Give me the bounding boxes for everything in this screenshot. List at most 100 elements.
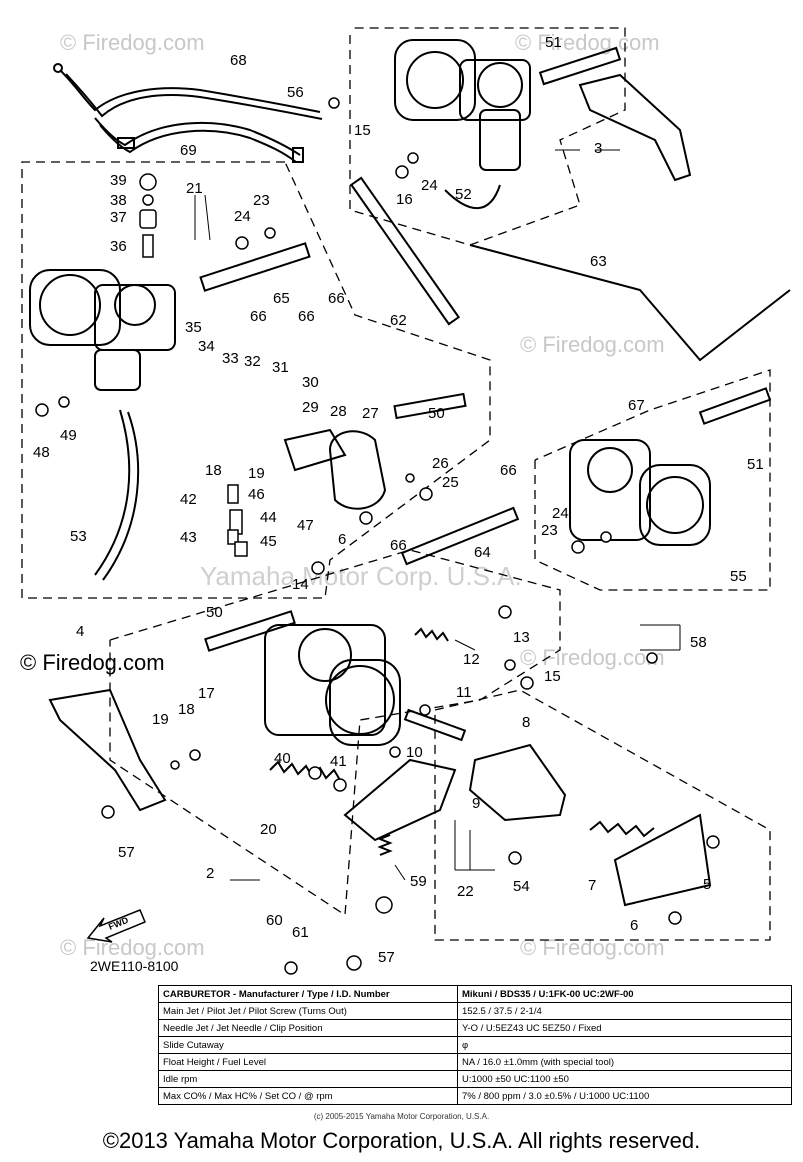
spec-row: Needle Jet / Jet Needle / Clip Position … — [158, 1019, 792, 1037]
spec-header-key: CARBURETOR - Manufacturer / Type / I.D. … — [158, 985, 458, 1003]
watermark-mid-right: © Firedog.com — [520, 332, 665, 357]
spec-header-row: CARBURETOR - Manufacturer / Type / I.D. … — [158, 985, 792, 1003]
group-box-2 — [109, 549, 561, 917]
callout-42: 42 — [180, 491, 197, 508]
watermark-right-lower: © Firedog.com — [520, 645, 665, 670]
tubes-and-rods — [94, 46, 791, 742]
callout-35: 35 — [185, 319, 202, 336]
callout-17: 17 — [198, 685, 215, 702]
watermark-top-right: © Firedog.com — [515, 30, 660, 55]
tube-8 — [403, 708, 467, 742]
tube-50-mid — [393, 392, 467, 420]
callout-54: 54 — [513, 878, 530, 895]
spec-value: Y-O / U:5EZ43 UC 5EZ50 / Fixed — [457, 1019, 792, 1037]
spec-key: Slide Cutaway — [158, 1036, 458, 1054]
callout-68: 68 — [230, 52, 247, 69]
watermarks: © Firedog.com © Firedog.com © Firedog.co… — [20, 30, 665, 960]
callout-15-lower: 15 — [544, 668, 561, 685]
callout-16: 16 — [396, 191, 413, 208]
callout-66-e: 66 — [390, 537, 407, 554]
callout-19-mid: 19 — [248, 465, 265, 482]
callout-27: 27 — [362, 405, 379, 422]
callout-65: 65 — [273, 290, 290, 307]
spec-key: Main Jet / Pilot Jet / Pilot Screw (Turn… — [158, 1002, 458, 1020]
small-hardware — [35, 97, 720, 975]
callout-labels: 3 4 2 5 6 6 7 8 9 10 11 12 13 14 15 15 1… — [33, 34, 764, 966]
group-box-3 — [349, 27, 626, 246]
callout-61: 61 — [292, 924, 309, 941]
callout-19-lower: 19 — [152, 711, 169, 728]
callout-13: 13 — [513, 629, 530, 646]
carburetor-top — [394, 39, 531, 210]
spec-row: Main Jet / Pilot Jet / Pilot Screw (Turn… — [158, 1002, 792, 1020]
callout-23-top: 23 — [253, 192, 270, 209]
callout-28: 28 — [330, 403, 347, 420]
group-boxes — [21, 27, 771, 941]
hose-53-inner — [102, 411, 140, 581]
callout-24-right: 24 — [552, 505, 569, 522]
callout-31: 31 — [272, 359, 289, 376]
callout-23-right: 23 — [541, 522, 558, 539]
spec-key: Idle rpm — [158, 1070, 458, 1088]
callout-26: 26 — [432, 455, 449, 472]
tube-65 — [199, 242, 311, 292]
callout-5: 5 — [703, 876, 711, 893]
callout-8: 8 — [522, 714, 530, 731]
spring-59 — [377, 834, 393, 856]
rod-62 — [349, 176, 461, 326]
callout-29: 29 — [302, 399, 319, 416]
callout-36: 36 — [110, 238, 127, 255]
group-box-8 — [434, 689, 771, 941]
callout-67: 67 — [628, 397, 645, 414]
callout-52: 52 — [455, 186, 472, 203]
callout-15-top: 15 — [354, 122, 371, 139]
watermark-brand: Yamaha Motor Corp. U.S.A. — [200, 561, 522, 591]
callout-57-left: 57 — [118, 844, 135, 861]
callout-55: 55 — [730, 568, 747, 585]
hoses-68-69 — [53, 63, 323, 163]
callout-21: 21 — [186, 180, 203, 197]
spec-value: 152.5 / 37.5 / 2-1/4 — [457, 1002, 792, 1020]
leader-lines — [194, 149, 681, 881]
callout-49: 49 — [60, 427, 77, 444]
callout-3: 3 — [594, 140, 602, 157]
callout-39: 39 — [110, 172, 127, 189]
carburetor-right — [569, 439, 711, 546]
callout-11: 11 — [456, 684, 472, 701]
callout-12: 12 — [463, 651, 480, 668]
bracket-left-lower — [48, 688, 167, 812]
callout-66-d: 66 — [500, 462, 517, 479]
plate-10 — [343, 758, 457, 842]
spec-key: Needle Jet / Jet Needle / Clip Position — [158, 1019, 458, 1037]
callout-41: 41 — [330, 753, 347, 770]
callout-33: 33 — [222, 350, 239, 367]
callout-10: 10 — [406, 744, 423, 761]
cover-28 — [283, 428, 347, 472]
spring-12 — [414, 627, 449, 642]
watermark-bottom-right: © Firedog.com — [520, 935, 665, 960]
callout-24-left: 24 — [234, 208, 251, 225]
tube-64 — [400, 506, 520, 566]
spec-row: Slide Cutaway φ — [158, 1036, 792, 1054]
spec-header-value: Mikuni / BDS35 / U:1FK-00 UC:2WF-00 — [457, 985, 792, 1003]
callout-56: 56 — [287, 84, 304, 101]
callout-64: 64 — [474, 544, 491, 561]
spring-7 — [589, 820, 655, 838]
carburetor-left — [29, 269, 176, 391]
group-box-4 — [21, 161, 491, 599]
spec-row: Float Height / Fuel Level NA / 16.0 ±1.0… — [158, 1053, 792, 1071]
tube-50-lower — [204, 610, 296, 652]
diagram-code: 2WE110-8100 — [90, 958, 179, 974]
callout-4: 4 — [76, 623, 84, 640]
spec-key: Float Height / Fuel Level — [158, 1053, 458, 1071]
callout-2: 2 — [206, 865, 214, 882]
callout-51-top: 51 — [545, 34, 562, 51]
bracket-top-right — [578, 73, 692, 182]
spec-value: U:1000 ±50 UC:1100 ±50 — [457, 1070, 792, 1088]
callout-38: 38 — [110, 192, 127, 209]
callout-66-b: 66 — [298, 308, 315, 325]
spec-key: Max CO% / Max HC% / Set CO / @ rpm — [158, 1087, 458, 1105]
link-rod-63 — [469, 244, 791, 362]
callout-45: 45 — [260, 533, 277, 550]
